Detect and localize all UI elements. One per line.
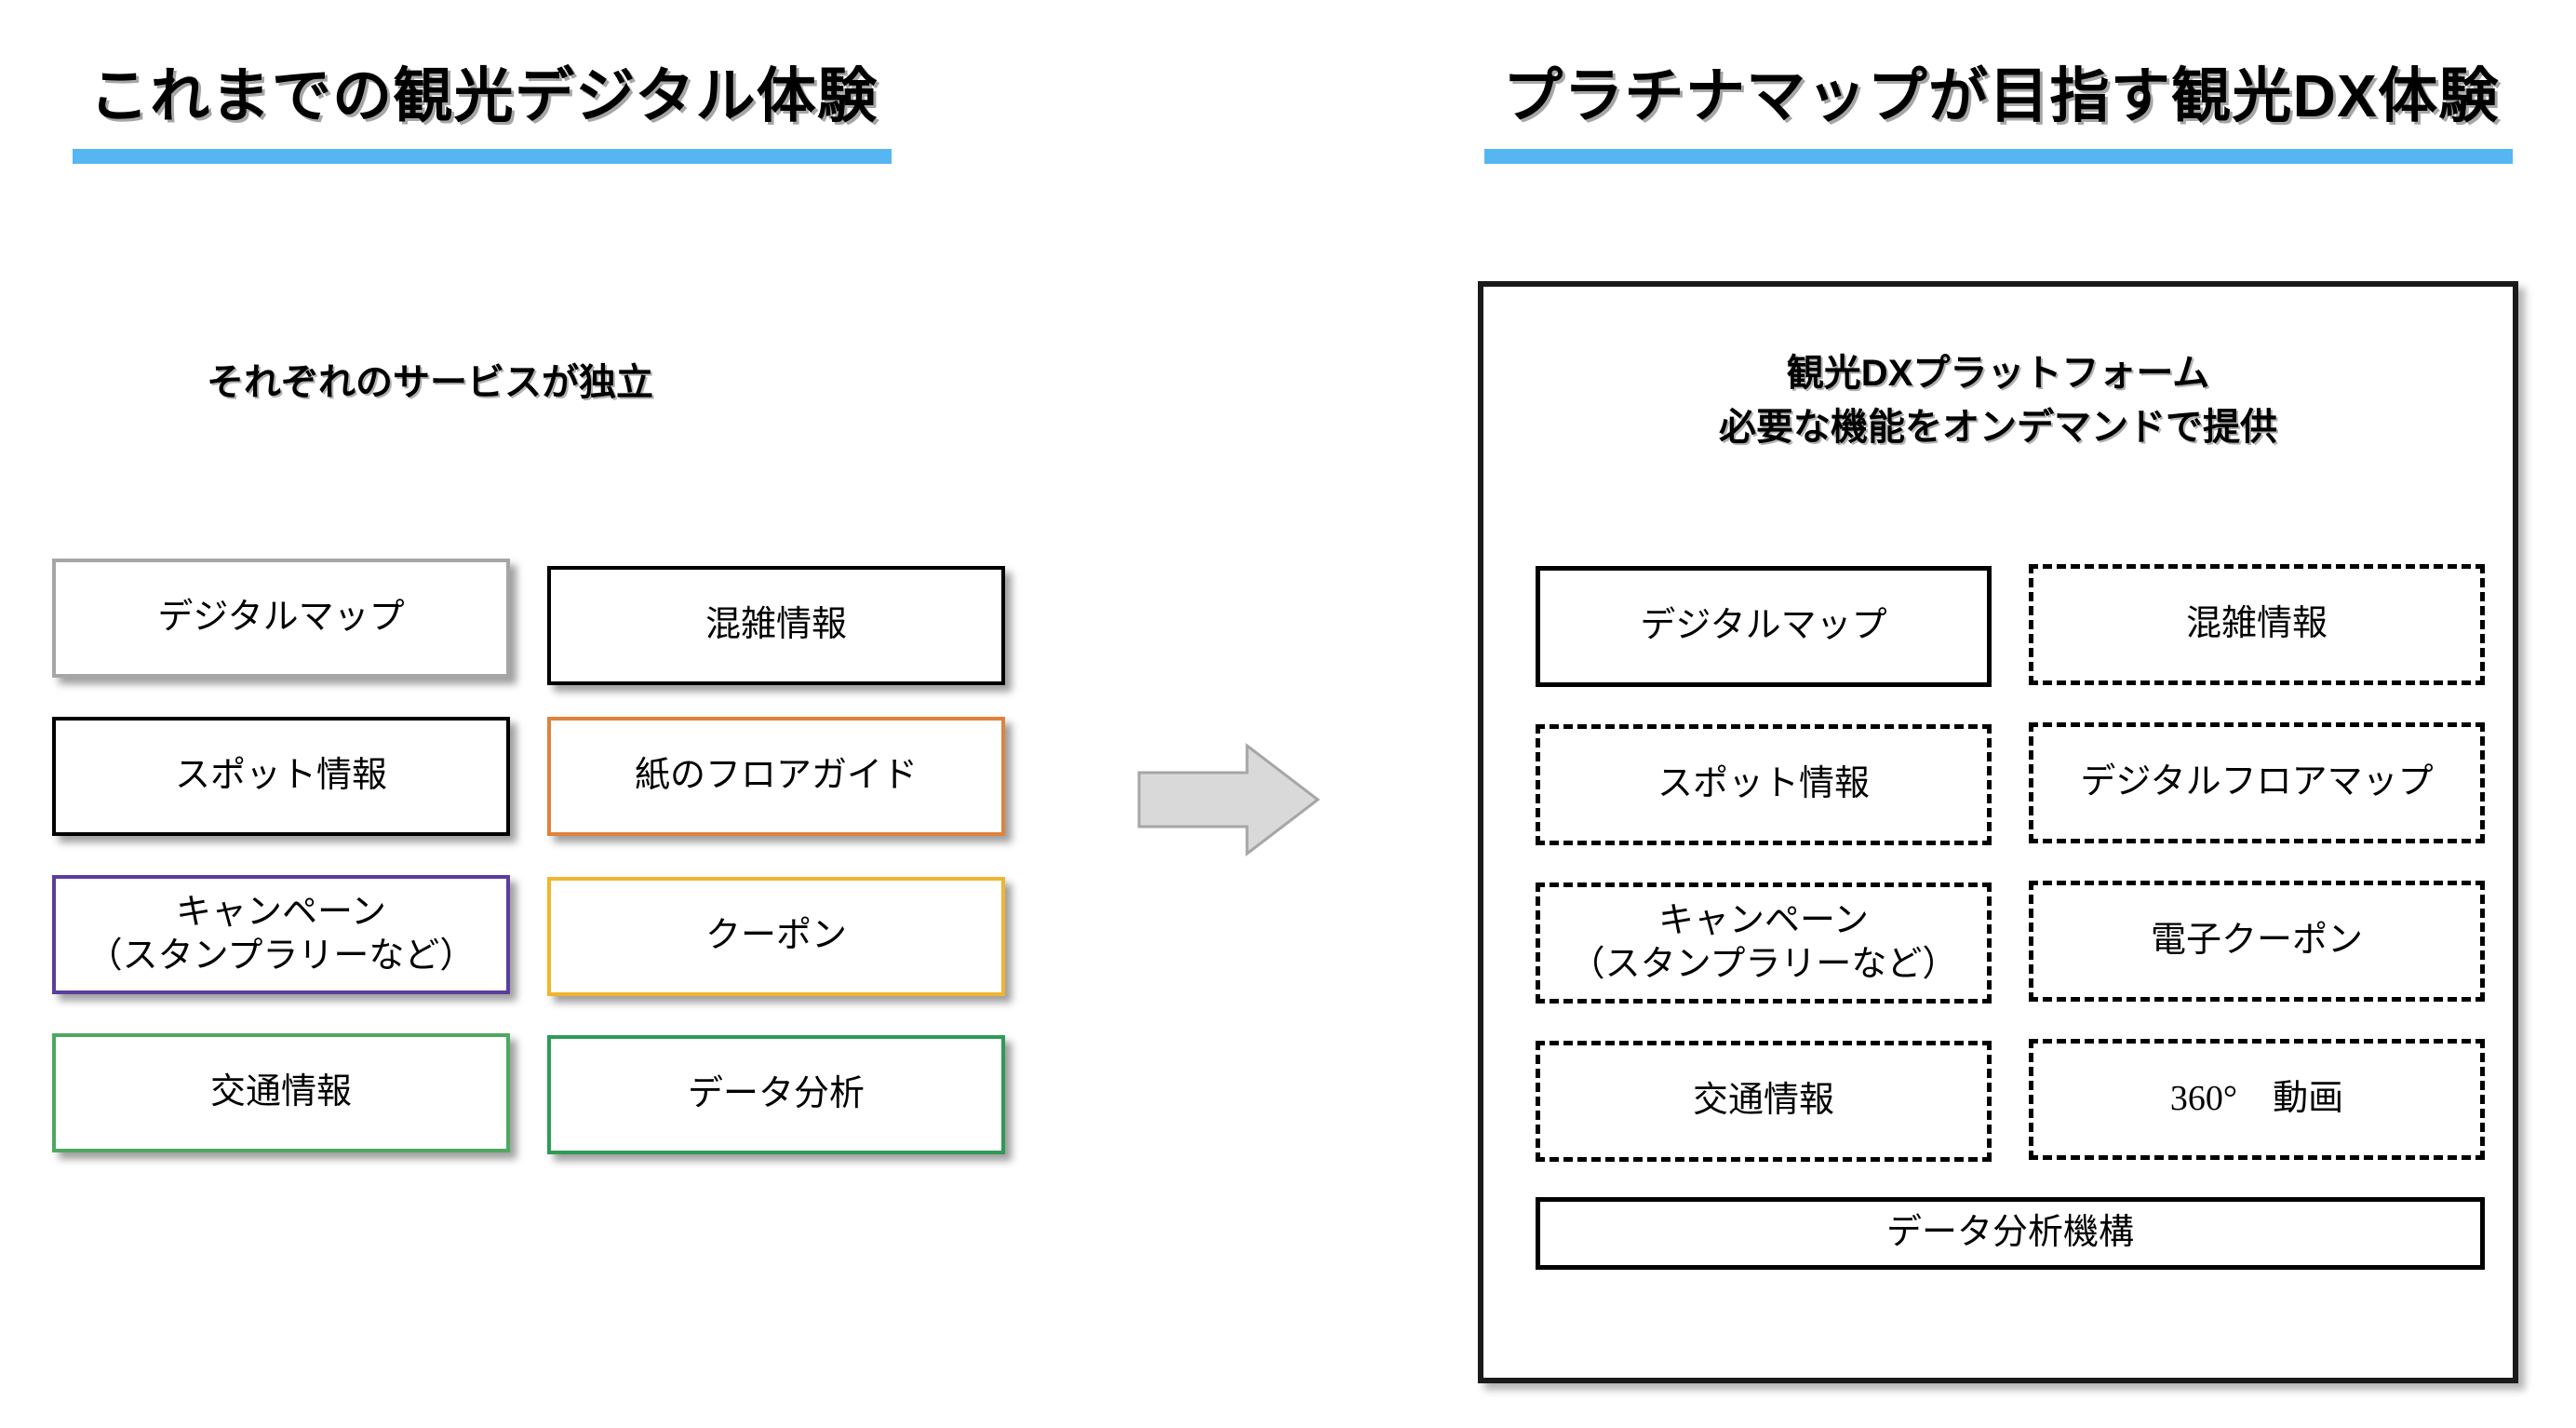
right-panel-title: プラチナマップが目指す観光DX体験 xyxy=(1503,62,2500,129)
dx-box-label: データ分析機構 xyxy=(1885,1213,2134,1253)
legacy-box-label-line1: キャンペーン xyxy=(175,892,387,932)
legacy-box-label: 交通情報 xyxy=(209,1072,352,1112)
dx-module-box-digital-floor-map: デジタルフロアマップ xyxy=(2029,722,2485,843)
legacy-box-label: スポット情報 xyxy=(174,756,387,796)
dx-box-label-line1: キャンペーン xyxy=(1657,900,1870,940)
right-title-underline xyxy=(1484,149,2513,164)
platform-heading: 観光DXプラットフォーム 必要な機能をオンデマンドで提供 xyxy=(1483,346,2513,454)
left-panel-title: これまでの観光デジタル体験 xyxy=(89,62,879,129)
legacy-box-label: 混雑情報 xyxy=(704,605,847,645)
dx-module-box-digital-map: デジタルマップ xyxy=(1536,566,1992,687)
legacy-box-label: デジタルマップ xyxy=(157,598,405,638)
legacy-service-box-congestion-info: 混雑情報 xyxy=(547,566,1005,685)
dx-box-label: 360° 動画 xyxy=(2169,1079,2344,1119)
legacy-service-box-digital-map: デジタルマップ xyxy=(52,559,510,678)
legacy-service-box-transit-info: 交通情報 xyxy=(52,1033,510,1152)
dx-module-box-spot-info: スポット情報 xyxy=(1536,724,1992,845)
legacy-service-box-coupon: クーポン xyxy=(547,877,1005,996)
dx-module-box-360-video: 360° 動画 xyxy=(2029,1039,2485,1160)
platform-container: 観光DXプラットフォーム 必要な機能をオンデマンドで提供 デジタルマップ スポッ… xyxy=(1478,281,2518,1383)
dx-box-label: デジタルフロアマップ xyxy=(2080,762,2434,802)
legacy-box-label: クーポン xyxy=(704,916,847,956)
legacy-service-box-spot-info: スポット情報 xyxy=(52,717,510,836)
dx-box-label: 電子クーポン xyxy=(2150,921,2363,961)
legacy-box-label: 紙のフロアガイド xyxy=(634,756,918,796)
dx-module-box-transit-info: 交通情報 xyxy=(1536,1041,1992,1162)
dx-module-box-congestion-info: 混雑情報 xyxy=(2029,564,2485,685)
legacy-box-label-line2: （スタンプラリーなど） xyxy=(87,936,476,976)
platform-heading-line1: 観光DXプラットフォーム xyxy=(1786,353,2210,394)
right-arrow-icon xyxy=(1137,743,1320,856)
dx-box-label: スポット情報 xyxy=(1657,764,1870,804)
left-panel-subtitle: それぞれのサービスが独立 xyxy=(207,362,653,403)
dx-module-box-e-coupon: 電子クーポン xyxy=(2029,881,2485,1002)
dx-box-label: 混雑情報 xyxy=(2185,604,2328,644)
dx-module-box-data-analysis-engine: データ分析機構 xyxy=(1536,1197,2485,1270)
legacy-service-box-data-analysis: データ分析 xyxy=(547,1035,1005,1154)
left-title-underline xyxy=(73,149,892,164)
platform-heading-line2: 必要な機能をオンデマンドで提供 xyxy=(1719,407,2277,448)
legacy-service-box-campaign: キャンペーン （スタンプラリーなど） xyxy=(52,875,510,994)
dx-box-label-line2: （スタンプラリーなど） xyxy=(1569,945,1958,984)
legacy-service-box-paper-floor-guide: 紙のフロアガイド xyxy=(547,717,1005,836)
dx-module-box-campaign: キャンペーン （スタンプラリーなど） xyxy=(1536,882,1992,1004)
dx-box-label: デジタルマップ xyxy=(1640,606,1887,646)
dx-box-label: 交通情報 xyxy=(1692,1081,1834,1121)
legacy-box-label: データ分析 xyxy=(687,1074,865,1114)
